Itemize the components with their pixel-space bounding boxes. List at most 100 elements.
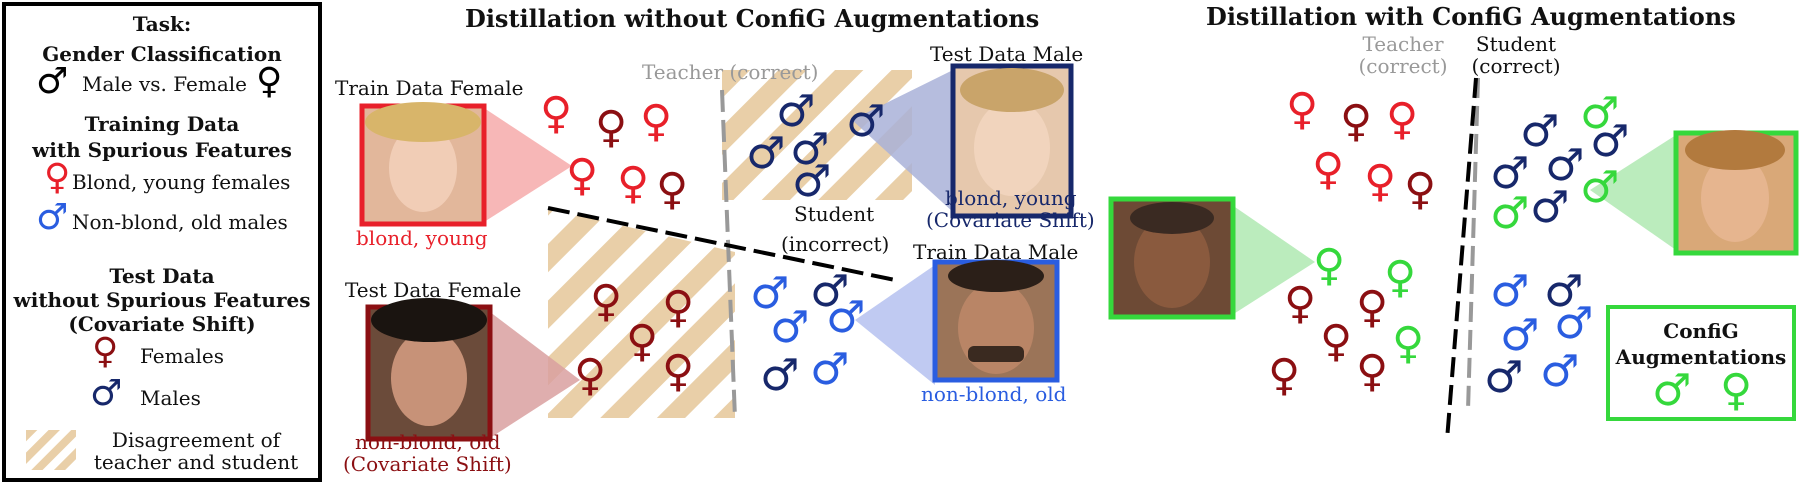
right-student-label-1: Student [1475,32,1557,56]
face-photo-icon [1701,154,1769,242]
female-symbol-icon: ♀ [626,316,659,367]
female-symbol-icon: ♀ [256,61,283,102]
aug-label-1: ConfiG [1663,319,1739,343]
train-female-projection [484,108,572,222]
teacher-boundary-line [720,89,737,419]
config-augmentations-box: ConfiG Augmentations ♂ ♀ [1606,305,1796,421]
female-symbol-icon: ♀ [1284,278,1317,329]
male-symbol-icon: ♂ [1490,188,1530,239]
male-symbol-icon: ♂ [790,124,830,175]
male-symbol-icon: ♂ [1544,266,1584,317]
legend-blond-young-females: Blond, young females [72,170,291,194]
female-symbol-icon: ♀ [595,102,628,153]
test-male-projection [852,70,953,212]
right-student-label-2: (correct) [1471,54,1561,78]
male-symbol-icon: ♂ [826,292,866,343]
right-panel-title: Distillation with ConfiG Augmentations [1206,2,1736,31]
disagreement-region-lower [548,208,735,418]
teacher-label: Teacher (correct) [642,60,819,84]
male-symbol-icon: ♂ [846,96,886,147]
male-symbol-icon: ♂ [1580,162,1620,213]
female-symbol-icon: ♀ [1386,94,1419,145]
train-female-label: Train Data Female [335,76,524,100]
legend-task-name: Gender Classification [42,42,282,66]
legend-test-heading-2: without Spurious Features [13,288,311,312]
male-symbol-icon: ♂ [1545,140,1585,191]
female-symbol-icon: ♀ [1320,316,1353,367]
test-male-label: Test Data Male [930,42,1084,66]
face-photo-icon [391,330,467,426]
train-male-label: Train Data Male [913,240,1079,264]
teacher-boundary-line [1466,77,1480,411]
train-male-caption: non-blond, old [921,382,1067,406]
test-male-caption-2: (Covariate Shift) [926,208,1095,232]
legend-nonblond-old-males: Non-blond, old males [72,210,288,234]
test-female-caption-1: non-blond, old [355,430,501,454]
male-symbol-icon: ♂ [770,302,810,353]
female-symbol-icon: ♀ [640,96,673,147]
female-symbol-icon: ♀ [1312,144,1345,195]
legend-train-heading-2: with Spurious Features [32,138,292,162]
augmented-male-projection [1590,135,1676,250]
female-symbol-icon: ♀ [1392,318,1425,369]
female-symbol-icon: ♀ [540,88,573,139]
student-boundary-line [1445,77,1478,441]
female-symbol-icon: ♀ [44,157,71,198]
hatch-swatch-icon [26,430,76,470]
legend-test-heading-1: Test Data [109,264,215,288]
face-photo-icon [974,100,1050,196]
male-symbol-icon: ♂ [1590,116,1630,167]
male-symbol-icon: ♂ [792,156,832,207]
legend-train-heading-1: Training Data [84,112,240,136]
male-symbol-icon: ♂ [1652,365,1692,416]
student-label-2: (incorrect) [781,232,890,256]
male-symbol-icon: ♂ [1500,310,1540,361]
female-symbol-icon: ♀ [1356,346,1389,397]
aug-label-2: Augmentations [1615,345,1787,369]
right-teacher-label-2: (correct) [1358,54,1448,78]
legend-box: Task: Gender Classification ♂ Male vs. F… [2,2,322,482]
male-symbol-icon: ♂ [746,128,786,179]
male-symbol-icon: ♂ [90,373,123,414]
female-symbol-icon: ♀ [1404,164,1437,215]
female-symbol-icon: ♀ [566,150,599,201]
male-symbol-icon: ♂ [810,266,850,317]
female-symbol-icon: ♀ [662,346,695,397]
male-symbol-icon: ♂ [1554,298,1594,349]
male-symbol-icon: ♂ [1520,106,1560,157]
legend-disagreement-2: teacher and student [93,450,299,474]
female-symbol-icon: ♀ [617,158,650,209]
male-symbol-icon: ♂ [1540,346,1580,397]
legend-females: Females [140,344,225,368]
test-female-label: Test Data Female [345,278,522,302]
male-symbol-icon: ♂ [36,61,69,102]
legend-disagreement-1: Disagreement of [111,428,281,452]
face-photo-icon [1134,216,1210,308]
male-symbol-icon: ♂ [1484,352,1524,403]
male-symbol-icon: ♂ [1530,182,1570,233]
test-male-caption-1: blond, young [945,186,1077,210]
legend-task: Task: [132,12,192,36]
female-symbol-icon: ♀ [1384,252,1417,303]
male-symbol-icon: ♂ [1490,148,1530,199]
face-photo-icon [389,124,457,212]
female-symbol-icon: ♀ [1313,240,1346,291]
female-symbol-icon: ♀ [656,164,689,215]
female-symbol-icon: ♀ [590,276,623,327]
female-symbol-icon: ♀ [92,331,119,372]
test-female-projection [490,312,580,438]
disagreement-region-upper [722,70,912,200]
female-symbol-icon: ♀ [1720,365,1753,416]
legend-males: Males [140,386,201,410]
male-symbol-icon: ♂ [776,86,816,137]
test-female-caption-2: (Covariate Shift) [343,452,512,476]
legend-male-vs-female: Male vs. Female [82,72,248,96]
train-male-projection [855,265,935,385]
female-symbol-icon: ♀ [1268,350,1301,401]
male-symbol-icon: ♂ [1490,266,1530,317]
male-symbol-icon: ♂ [750,268,790,319]
male-symbol-icon: ♂ [810,344,850,395]
augmented-female-projection [1232,205,1315,315]
